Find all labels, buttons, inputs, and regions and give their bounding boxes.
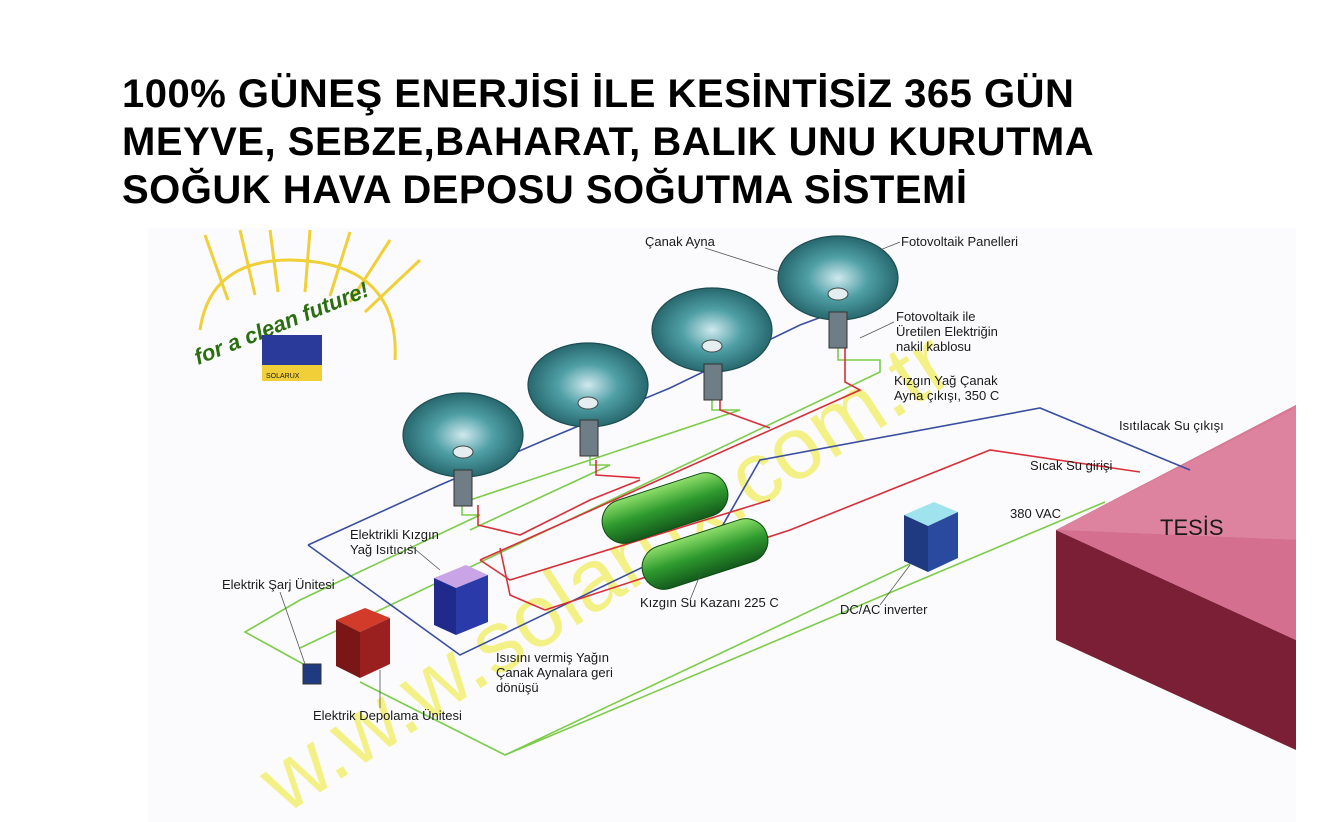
- label-oil-return-3: dönüşü: [496, 680, 539, 695]
- label-pv-panels: Fotovoltaik Panelleri: [901, 234, 1018, 249]
- solar-dish-3: [651, 287, 773, 401]
- label-oil-return-1: Isısını vermiş Yağın: [496, 650, 609, 665]
- label-pv-cable-3: nakil kablosu: [896, 339, 971, 354]
- solar-dish-4: [777, 235, 899, 349]
- leader-lines: [279, 241, 911, 708]
- label-boiler: Kızgın Su Kazanı 225 C: [640, 595, 779, 610]
- label-hot-oil-1: Kızgın Yağ Çanak: [894, 373, 998, 388]
- title-line-1: 100% GÜNEŞ ENERJİSİ İLE KESİNTİSİZ 365 G…: [122, 72, 1075, 116]
- label-electric-heater-2: Yağ Isıtıcısı: [350, 542, 417, 557]
- label-inverter: DC/AC inverter: [840, 602, 928, 617]
- hot-water-boiler-2: [641, 518, 769, 590]
- hot-water-boiler-1: [601, 472, 729, 544]
- electric-charge-unit: [302, 663, 322, 685]
- solar-dish-1: [402, 392, 524, 507]
- label-hot-oil-2: Ayna çıkışı, 350 C: [894, 388, 999, 403]
- label-oil-return-2: Çanak Aynalara geri: [496, 665, 613, 680]
- label-electric-heater-1: Elektrikli Kızgın: [350, 527, 439, 542]
- solar-dish-2: [527, 342, 649, 457]
- title-line-2: MEYVE, SEBZE,BAHARAT, BALIK UNU KURUTMA: [122, 120, 1095, 164]
- label-pv-cable-1: Fotovoltaik ile: [896, 309, 975, 324]
- label-storage-unit: Elektrik Depolama Ünitesi: [313, 708, 462, 723]
- facility-building: [1056, 405, 1296, 750]
- logo-brand: SOLARUX: [266, 373, 300, 380]
- electric-storage-unit: [336, 608, 390, 678]
- dc-ac-inverter: [904, 502, 958, 572]
- label-vac: 380 VAC: [1010, 506, 1061, 521]
- label-dish-mirror: Çanak Ayna: [645, 234, 716, 249]
- page-title: 100% GÜNEŞ ENERJİSİ İLE KESİNTİSİZ 365 G…: [122, 70, 1312, 214]
- electric-oil-heater: [434, 565, 488, 635]
- title-line-3: SOĞUK HAVA DEPOSU SOĞUTMA SİSTEMİ: [122, 168, 968, 212]
- label-pv-cable-2: Üretilen Elektriğin: [896, 324, 998, 339]
- label-heated-water-out: Isıtılacak Su çıkışı: [1119, 418, 1224, 433]
- diagram-labels: Çanak Ayna Fotovoltaik Panelleri Fotovol…: [222, 234, 1224, 723]
- label-charge-unit: Elektrik Şarj Ünitesi: [222, 577, 335, 592]
- label-hot-water-in: Sıcak Su girişi: [1030, 458, 1112, 473]
- label-facility: TESİS: [1160, 515, 1224, 540]
